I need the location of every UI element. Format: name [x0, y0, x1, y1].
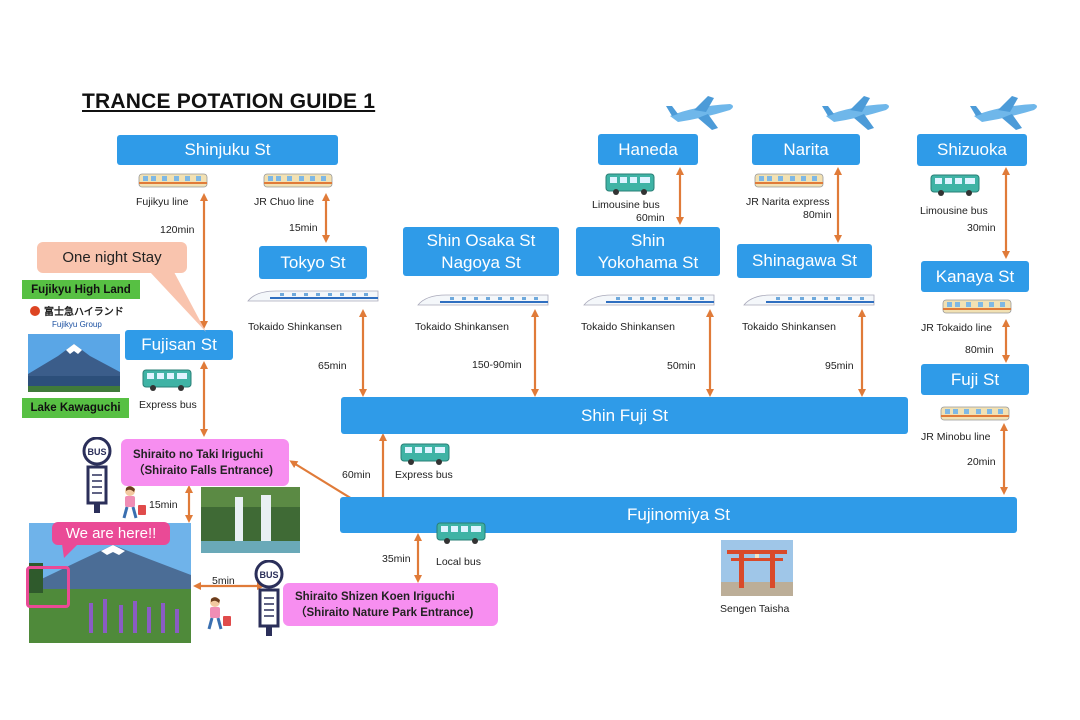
train-icon: [942, 299, 1012, 314]
shinkansen-icon: [743, 294, 875, 306]
photo-lake-kawaguchi: [28, 334, 120, 392]
bus-sign-text: BUS: [259, 570, 278, 580]
label-time-80-narita: 80min: [803, 209, 832, 221]
label-fujikyu-line: Fujikyu line: [136, 196, 189, 208]
station-nagoya: Nagoya St: [441, 252, 521, 272]
airplane-icon: [970, 96, 1037, 130]
label-time-15-shiraito: 15min: [149, 499, 178, 511]
label-tokaido-1: Tokaido Shinkansen: [248, 321, 342, 333]
traveler-icon: [122, 486, 146, 519]
label-tokaido-2: Tokaido Shinkansen: [415, 321, 509, 333]
shinkansen-icon: [247, 290, 379, 302]
traveler-icon: [207, 597, 231, 630]
station-shin-osaka-nagoya: Shin Osaka St Nagoya St: [403, 227, 559, 276]
train-icon: [138, 173, 208, 188]
label-limousine-haneda: Limousine bus: [592, 199, 660, 211]
station-tokyo: Tokyo St: [259, 246, 367, 279]
label-local-bus: Local bus: [436, 556, 481, 568]
fujikyu-logo: 富士急ハイランド: [30, 303, 140, 318]
bus-icon: [142, 369, 192, 391]
bus-icon: [930, 174, 980, 196]
label-time-30: 30min: [967, 222, 996, 234]
bus-sign-text: BUS: [87, 447, 106, 457]
station-narita: Narita: [752, 134, 860, 165]
label-fujikyu-high-land: Fujikyu High Land: [22, 280, 140, 299]
location-highlight-box: [26, 566, 70, 608]
label-express-bus-fujisan: Express bus: [139, 399, 197, 411]
fujikyu-logo-text: 富士急ハイランド: [44, 307, 124, 318]
stop-shiraito-nature-park-english: （Shiraito Nature Park Entrance): [295, 606, 474, 619]
stop-shiraito-nature-park-entrance: Shiraito Shizen Koen Iriguchi （Shiraito …: [283, 583, 498, 626]
label-lake-kawaguchi: Lake Kawaguchi: [22, 398, 129, 418]
label-limousine-shizuoka: Limousine bus: [920, 205, 988, 217]
bus-stop-sign-icon: BUS: [254, 560, 284, 636]
label-time-60: 60min: [342, 469, 371, 481]
label-time-80-kanaya: 80min: [965, 344, 994, 356]
label-time-60-haneda: 60min: [636, 212, 665, 224]
shinkansen-icon: [417, 294, 549, 306]
label-time-5: 5min: [212, 575, 235, 587]
label-express-bus-shinfuji: Express bus: [395, 469, 453, 481]
station-shin-yokohama: Shin Yokohama St: [576, 227, 720, 276]
train-icon: [754, 173, 824, 188]
label-time-95: 95min: [825, 360, 854, 372]
label-time-35: 35min: [382, 553, 411, 565]
label-tokaido-3: Tokaido Shinkansen: [581, 321, 675, 333]
bus-icon: [605, 173, 655, 195]
page-title: TRANCE POTATION GUIDE 1: [82, 90, 376, 113]
train-icon: [263, 173, 333, 188]
stop-shiraito-falls-name: Shiraito no Taki Iriguchi: [133, 448, 264, 461]
shinkansen-icon: [583, 294, 715, 306]
airplane-icon: [822, 96, 889, 130]
photo-sengen-taisha: [721, 540, 793, 596]
callout-pointer: [62, 544, 78, 558]
label-time-150-90: 150-90min: [472, 359, 522, 371]
label-time-50: 50min: [667, 360, 696, 372]
station-shin-osaka: Shin Osaka St: [426, 230, 536, 250]
label-time-120: 120min: [160, 224, 195, 236]
label-jr-chuo-line: JR Chuo line: [254, 196, 315, 208]
airplane-icon: [666, 96, 733, 130]
station-shin: Shin: [630, 230, 666, 250]
label-tokaido-4: Tokaido Shinkansen: [742, 321, 836, 333]
station-shin-fuji: Shin Fuji St: [341, 397, 908, 434]
stop-shiraito-falls-english: （Shiraito Falls Entrance): [133, 464, 273, 477]
fujikyu-logo-mark-icon: [30, 305, 40, 316]
photo-shiraito-falls: [201, 487, 300, 553]
label-time-15-tokyo: 15min: [289, 222, 318, 234]
label-sengen-taisha: Sengen Taisha: [720, 603, 790, 615]
station-fuji: Fuji St: [921, 364, 1029, 395]
callout-one-night-stay: One night Stay: [37, 242, 187, 273]
train-icon: [940, 406, 1010, 421]
stop-shiraito-falls-entrance: Shiraito no Taki Iriguchi （Shiraito Fall…: [121, 439, 289, 486]
station-shinagawa: Shinagawa St: [737, 244, 872, 278]
station-shizuoka: Shizuoka: [917, 134, 1027, 166]
label-time-20: 20min: [967, 456, 996, 468]
station-kanaya: Kanaya St: [921, 261, 1029, 292]
bus-icon: [436, 522, 486, 544]
stop-shiraito-nature-park-name: Shiraito Shizen Koen Iriguchi: [295, 590, 455, 603]
label-jr-minobu-line: JR Minobu line: [921, 431, 991, 443]
callout-pointer: [150, 272, 206, 332]
label-time-65: 65min: [318, 360, 347, 372]
station-shinjuku: Shinjuku St: [117, 135, 338, 165]
station-haneda: Haneda: [598, 134, 698, 165]
label-jr-narita-express: JR Narita express: [746, 196, 830, 208]
station-fujisan: Fujisan St: [125, 330, 233, 360]
station-yokohama: Yokohama St: [597, 252, 699, 272]
label-jr-tokaido-line: JR Tokaido line: [921, 322, 993, 334]
bus-stop-sign-icon: BUS: [82, 437, 112, 513]
callout-we-are-here: We are here!!: [52, 522, 170, 545]
bus-icon: [400, 443, 450, 465]
fujikyu-group-logo: Fujikyu Group: [52, 320, 102, 329]
